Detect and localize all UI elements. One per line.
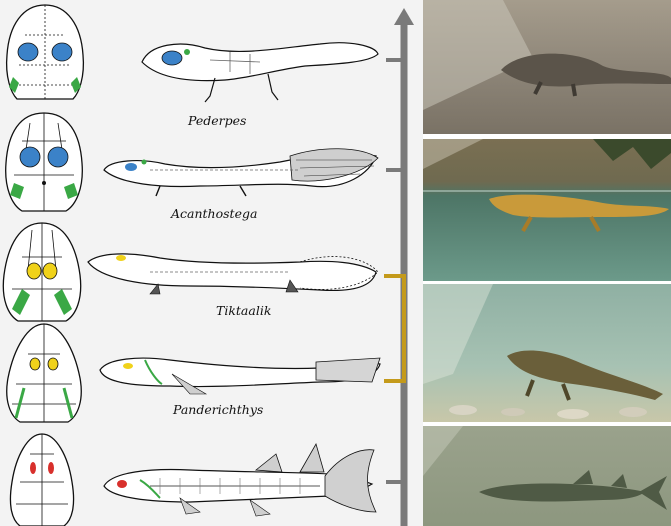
gold-bracket — [384, 274, 406, 383]
timeline-arrow — [394, 8, 414, 526]
photo-fish — [423, 426, 671, 526]
scene-fish — [423, 426, 667, 510]
label-pederpes: Pederpes — [188, 113, 247, 128]
scene-tiktaalik — [423, 284, 663, 419]
body-pederpes — [141, 42, 379, 103]
skull-acanthostega — [5, 112, 83, 212]
body-fish — [103, 442, 377, 517]
label-tiktaalik: Tiktaalik — [216, 303, 272, 318]
scene-pederpes — [423, 0, 671, 110]
evolution-diagram — [2, 4, 414, 526]
body-panderichthys — [99, 357, 381, 395]
scene-acanthostega — [423, 139, 671, 232]
label-panderichthys: Panderichthys — [173, 402, 264, 417]
body-tiktaalik — [87, 253, 379, 295]
skull-fish — [9, 433, 75, 526]
skull-panderichthys — [6, 323, 82, 423]
timeline-ticks — [386, 58, 404, 484]
photo-acanthostega — [423, 139, 671, 281]
photo-panel — [423, 0, 671, 526]
skull-pederpes — [5, 4, 85, 100]
photo-tiktaalik — [423, 284, 671, 422]
skull-tiktaalik — [2, 222, 82, 322]
label-acanthostega: Acanthostega — [171, 206, 258, 221]
body-acanthostega — [103, 148, 379, 197]
photo-pederpes — [423, 0, 671, 134]
diagram-panel: Pederpes Acanthostega Tiktaalik Panderic… — [0, 0, 423, 526]
